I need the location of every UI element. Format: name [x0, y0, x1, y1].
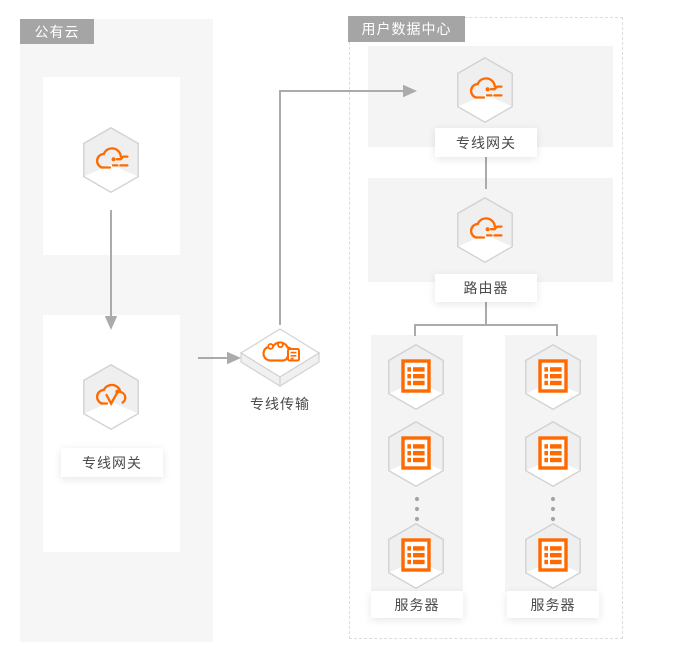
public-cloud-zone-label: 公有云	[20, 19, 94, 44]
server-node	[524, 344, 582, 410]
dc-router-node	[456, 197, 514, 263]
public-cloud-node	[82, 127, 140, 193]
express-connect-label: 专线传输	[250, 396, 310, 412]
express-connect-node	[238, 326, 322, 388]
ellipsis-dots	[414, 496, 556, 522]
cloud-network-icon	[456, 57, 514, 123]
server-icon	[524, 421, 582, 487]
server-icon	[524, 523, 582, 589]
server-icon	[387, 421, 445, 487]
server-node	[387, 344, 445, 410]
vpn-gateway-icon	[82, 364, 140, 430]
server-node	[524, 523, 582, 589]
server-column-right-label: 服务器	[507, 591, 599, 618]
public-gateway-label: 专线网关	[61, 448, 163, 477]
cloud-network-icon	[82, 127, 140, 193]
user-datacenter-zone-label: 用户数据中心	[348, 16, 465, 42]
dc-gateway-node	[456, 57, 514, 123]
public-gateway-node	[82, 364, 140, 430]
public-gateway-node-box	[43, 315, 180, 552]
server-icon	[524, 344, 582, 410]
dc-router-label: 路由器	[435, 274, 537, 302]
cloud-network-icon	[456, 197, 514, 263]
server-node	[387, 421, 445, 487]
server-icon	[387, 523, 445, 589]
server-column-left-label: 服务器	[371, 591, 463, 618]
server-node	[524, 421, 582, 487]
express-connect-icon	[239, 328, 321, 388]
dc-gateway-label: 专线网关	[435, 128, 537, 157]
server-icon	[387, 344, 445, 410]
server-node	[387, 523, 445, 589]
